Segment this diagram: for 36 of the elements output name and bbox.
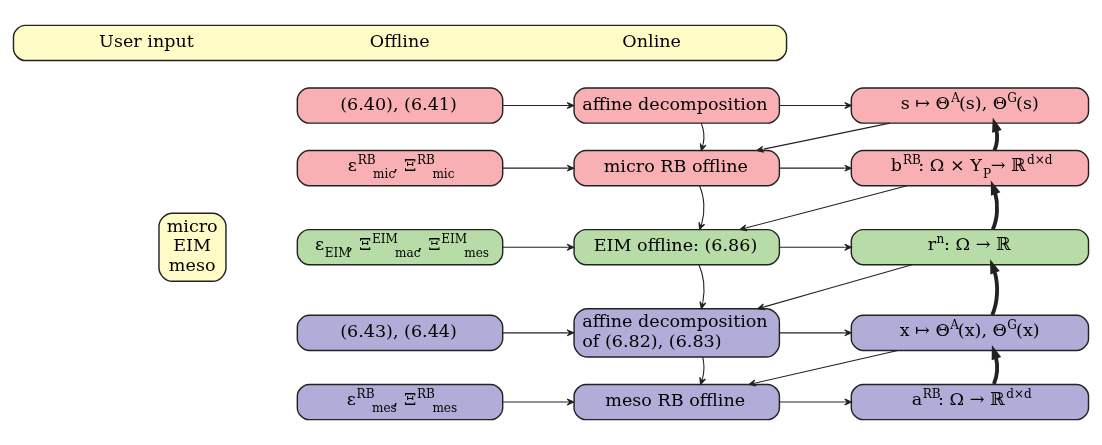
node-box: b$^{RB}$: Ω × Y$_{P}$→ ℝ$^{d×d}$: [850, 149, 1090, 187]
node-box: micro RB offline: [573, 149, 781, 187]
node-box: x ↦ Θ$^{A}$(x), Θ$^{G}$(x): [850, 314, 1090, 352]
node-box: affine decomposition of (6.82), (6.83): [573, 308, 781, 358]
node-box: User input Offline Online: [12, 24, 788, 62]
arrow: [757, 264, 913, 311]
arrow: [699, 356, 706, 385]
arrow: [778, 164, 852, 172]
arrow: [990, 259, 1000, 316]
node-box: a$^{RB}$: Ω → ℝ$^{d×d}$: [850, 383, 1090, 421]
arrow: [502, 102, 575, 110]
arrow: [778, 398, 852, 406]
arrow: [778, 329, 852, 337]
arrow: [502, 329, 575, 337]
arrow: [698, 264, 707, 310]
arrow: [502, 398, 575, 406]
arrow: [698, 185, 706, 230]
arrow: [748, 349, 899, 387]
node-box: affine decomposition: [573, 87, 781, 124]
arrow: [699, 122, 707, 152]
arrow: [756, 122, 891, 153]
arrow: [990, 180, 1001, 231]
arrow: [778, 102, 852, 110]
arrow: [502, 243, 575, 251]
node-box: meso RB offline: [573, 383, 781, 421]
node-box: (6.43), (6.44): [296, 314, 504, 352]
arrow: [991, 345, 1002, 385]
arrow: [778, 243, 852, 251]
node-box: EIM offline: (6.86): [573, 228, 781, 266]
arrow: [739, 185, 908, 232]
arrow: [502, 164, 575, 172]
node-box: s ↦ Θ$^{A}$(s), Θ$^{G}$(s): [850, 87, 1090, 124]
node-box: (6.40), (6.41): [296, 87, 504, 124]
node-box: micro EIM meso: [158, 212, 227, 282]
node-box: r$^{n}$: Ω → ℝ: [850, 228, 1090, 266]
arrow: [992, 117, 1002, 152]
